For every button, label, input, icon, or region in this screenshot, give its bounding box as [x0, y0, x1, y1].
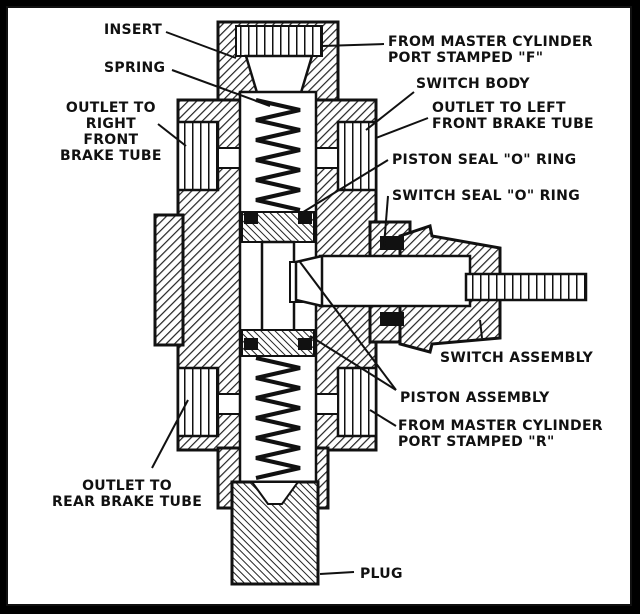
outlet-right-front-line-1: OUTLET TO	[65, 100, 156, 116]
from-master-r-line-2: PORT STAMPED "R"	[398, 434, 555, 450]
piston-assembly-label: PISTON ASSEMBLY	[400, 390, 550, 406]
outlet-left-front-label: OUTLET TO LEFT FRONT BRAKE TUBE	[432, 100, 594, 132]
piston-seal-label: PISTON SEAL "O" RING	[392, 152, 577, 168]
switch-seal-label: SWITCH SEAL "O" RING	[392, 188, 580, 204]
from-master-f-line-1: FROM MASTER CYLINDER	[388, 34, 593, 50]
outlet-left-front-line-2: FRONT BRAKE TUBE	[432, 116, 594, 132]
insert	[235, 25, 323, 98]
lower-spring	[255, 356, 301, 480]
leader-lines	[151, 31, 483, 575]
upper-spring	[255, 98, 301, 212]
plug-label: PLUG	[360, 566, 403, 582]
plug	[230, 480, 320, 586]
from-master-f-line-2: PORT STAMPED "F"	[388, 50, 544, 66]
outlet-right-front-line-4: BRAKE TUBE	[60, 148, 162, 164]
insert-label: INSERT	[104, 22, 163, 38]
from-master-r-label: FROM MASTER CYLINDER PORT STAMPED "R"	[398, 418, 603, 450]
outlet-right-front-line-3: FRONT	[83, 132, 139, 148]
outlet-right-front-label: OUTLET TO RIGHT FRONT BRAKE TUBE	[60, 100, 162, 164]
outlet-rear-line-1: OUTLET TO	[82, 478, 172, 494]
from-master-f-label: FROM MASTER CYLINDER PORT STAMPED "F"	[388, 34, 593, 66]
from-master-r-line-1: FROM MASTER CYLINDER	[398, 418, 603, 434]
outlet-rear-line-2: REAR BRAKE TUBE	[52, 494, 203, 510]
switch-body-label: SWITCH BODY	[416, 76, 530, 92]
outlet-left-front-line-1: OUTLET TO LEFT	[432, 100, 566, 116]
piston-seal-o-ring	[244, 212, 312, 350]
outlet-ports	[176, 120, 378, 438]
outlet-right-front-line-2: RIGHT	[85, 116, 136, 132]
switch-seal-o-ring	[380, 236, 404, 326]
switch-assembly-label: SWITCH ASSEMBLY	[440, 350, 594, 366]
spring-label: SPRING	[104, 60, 166, 76]
switch-assembly	[294, 224, 588, 354]
outlet-rear-label: OUTLET TO REAR BRAKE TUBE	[52, 478, 202, 510]
